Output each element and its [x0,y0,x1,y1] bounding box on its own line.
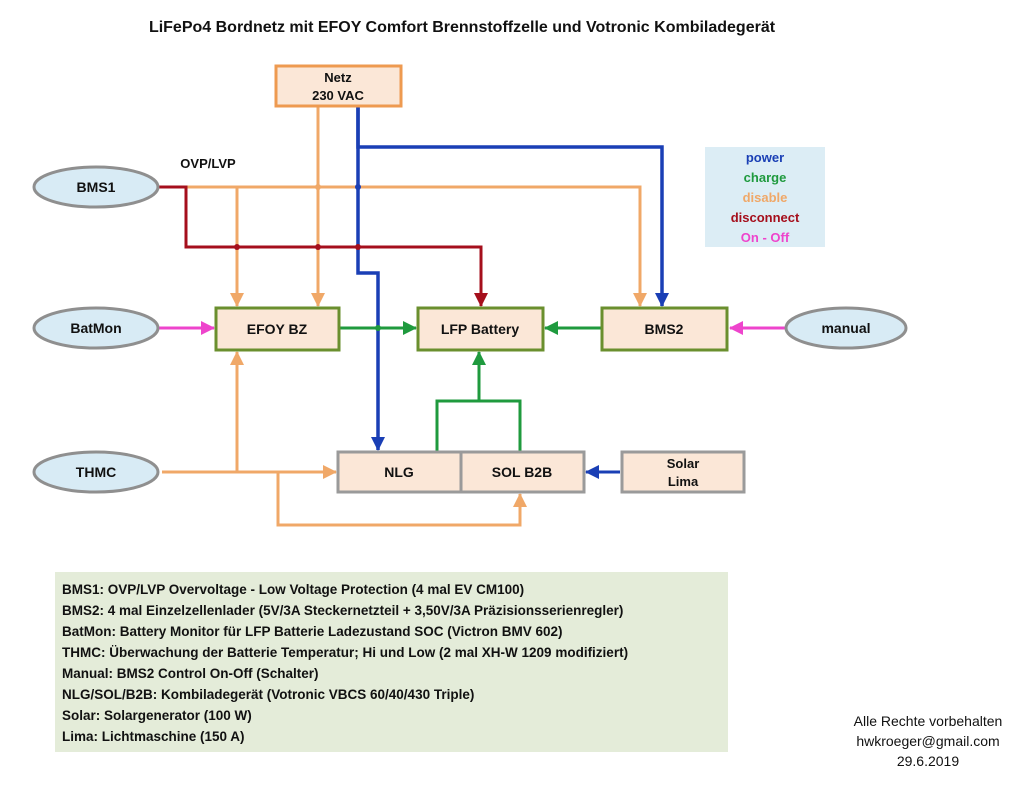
line-chargers-to-lfp-charge [435,352,522,452]
node-batmon: BatMon [32,306,160,350]
node-thmc-label: THMC [76,464,116,480]
line-thmc-to-solb2b-disable [276,472,527,527]
note-line: Manual: BMS2 Control On-Off (Schalter) [62,666,319,681]
note-line: NLG/SOL/B2B: Kombiladegerät (Votronic VB… [62,687,474,702]
node-lfp-label: LFP Battery [441,321,520,337]
footer: Alle Rechte vorbehalten hwkroeger@gmail.… [854,713,1003,769]
crossing-dot [234,244,240,250]
node-efoy: EFOY BZ [214,306,341,352]
node-manual-label: manual [821,320,870,336]
crossing-dot [355,244,361,250]
node-nlg: NLG [336,450,463,494]
note-line: BatMon: Battery Monitor für LFP Batterie… [62,624,563,639]
legend-onoff: On - Off [741,230,790,245]
diagram-title: LiFePo4 Bordnetz mit EFOY Comfort Brenns… [149,19,776,36]
node-netz-line2: 230 VAC [312,88,364,103]
crossing-dot [355,184,361,190]
note-line: Solar: Solargenerator (100 W) [62,708,252,723]
note-line: THMC: Überwachung der Batterie Temperatu… [62,645,628,660]
node-bms1-label: BMS1 [77,179,116,195]
node-batmon-label: BatMon [70,320,121,336]
node-efoy-label: EFOY BZ [247,321,308,337]
line-netz-to-bms2-power [356,106,669,307]
note-line: BMS2: 4 mal Einzelzellenlader (5V/3A Ste… [62,603,623,618]
ovp-lvp-label: OVP/LVP [180,156,236,171]
legend-power: power [746,150,784,165]
connections [158,106,786,527]
note-line: BMS1: OVP/LVP Overvoltage - Low Voltage … [62,582,524,597]
footer-email: hwkroeger@gmail.com [856,733,999,749]
legend-disconnect: disconnect [731,210,800,225]
line-netz-to-solb2b [338,106,358,240]
footer-rights: Alle Rechte vorbehalten [854,713,1003,729]
note-line: Lima: Lichtmaschine (150 A) [62,729,245,744]
node-netz-line1: Netz [324,70,352,85]
node-solb2b-label: SOL B2B [492,464,552,480]
node-manual: manual [784,306,908,350]
node-lfp: LFP Battery [416,306,545,352]
legend-disable: disable [743,190,788,205]
legend-charge: charge [744,170,787,185]
line-bms1-to-lfp-disconnect [158,185,488,307]
legend: power charge disable disconnect On - Off [705,147,825,247]
notes-box: BMS1: OVP/LVP Overvoltage - Low Voltage … [55,572,728,752]
node-solar-lima: Solar Lima [620,450,746,494]
crossing-dot [375,325,381,331]
node-thmc: THMC [32,450,160,494]
node-netz: Netz 230 VAC [274,64,403,108]
footer-date: 29.6.2019 [897,753,959,769]
node-bms2: BMS2 [600,306,729,352]
node-bms2-label: BMS2 [645,321,684,337]
crossing-dot [315,244,321,250]
node-lima-label: Lima [668,474,699,489]
line-netz-to-nlg-power [356,106,385,451]
node-solar-label: Solar [667,456,700,471]
node-solb2b: SOL B2B [459,450,586,494]
node-nlg-label: NLG [384,464,414,480]
crossing-dot [315,184,321,190]
node-bms1: BMS1 [32,165,160,209]
